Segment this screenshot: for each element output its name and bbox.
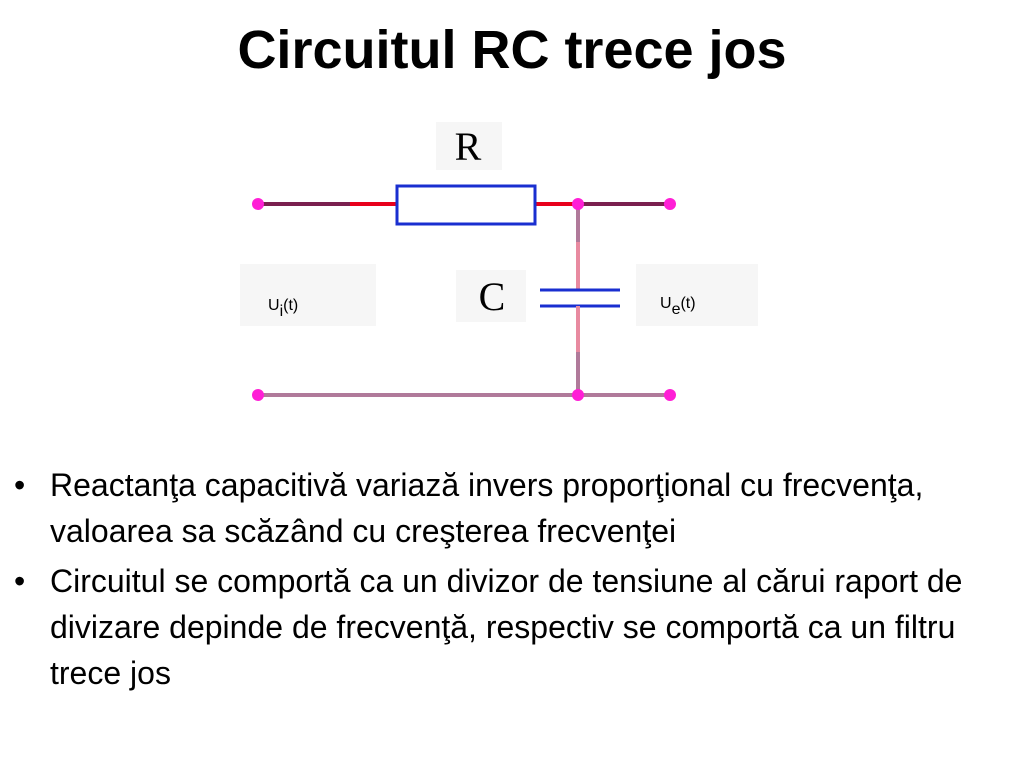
resistor-symbol [395,184,537,226]
bullet-marker: • [14,467,26,503]
output-voltage-symbol: U [660,295,672,312]
rc-lowpass-circuit-diagram: R C Ui(t) Ue(t) [240,122,758,401]
capacitor-label-bg [456,270,526,322]
output-voltage-subscript: e [672,301,681,318]
input-voltage-label: Ui(t) [268,297,298,320]
slide-title: Circuitul RC trece jos [237,20,787,80]
output-bottom-terminal [664,389,676,401]
bullet-item-reactance: • Reactanţa capacitivă variază invers pr… [14,462,1004,554]
input-top-terminal [252,198,264,210]
input-label-bg [240,264,376,326]
output-label-bg [636,264,758,326]
bullet-text: Circuitul se comportă ca un divizor de t… [50,563,963,691]
bullet-text: Reactanţa capacitivă variază invers prop… [50,467,924,549]
bullet-marker: • [14,563,26,599]
resistor-label-bg [436,122,502,170]
input-voltage-subscript: i [280,303,284,320]
output-top-terminal [664,198,676,210]
input-voltage-argument: (t) [283,297,298,314]
resistor-label: R [455,124,482,169]
input-voltage-symbol: U [268,297,280,314]
input-bottom-terminal [252,389,264,401]
capacitor-label: C [479,274,506,319]
bullet-list: • Reactanţa capacitivă variază invers pr… [14,462,1004,700]
bullet-item-divider: • Circuitul se comportă ca un divizor de… [14,558,1004,696]
output-voltage-argument: (t) [680,295,695,312]
top-junction-node [572,198,584,210]
output-voltage-label: Ue(t) [660,295,696,318]
bottom-junction-node [572,389,584,401]
